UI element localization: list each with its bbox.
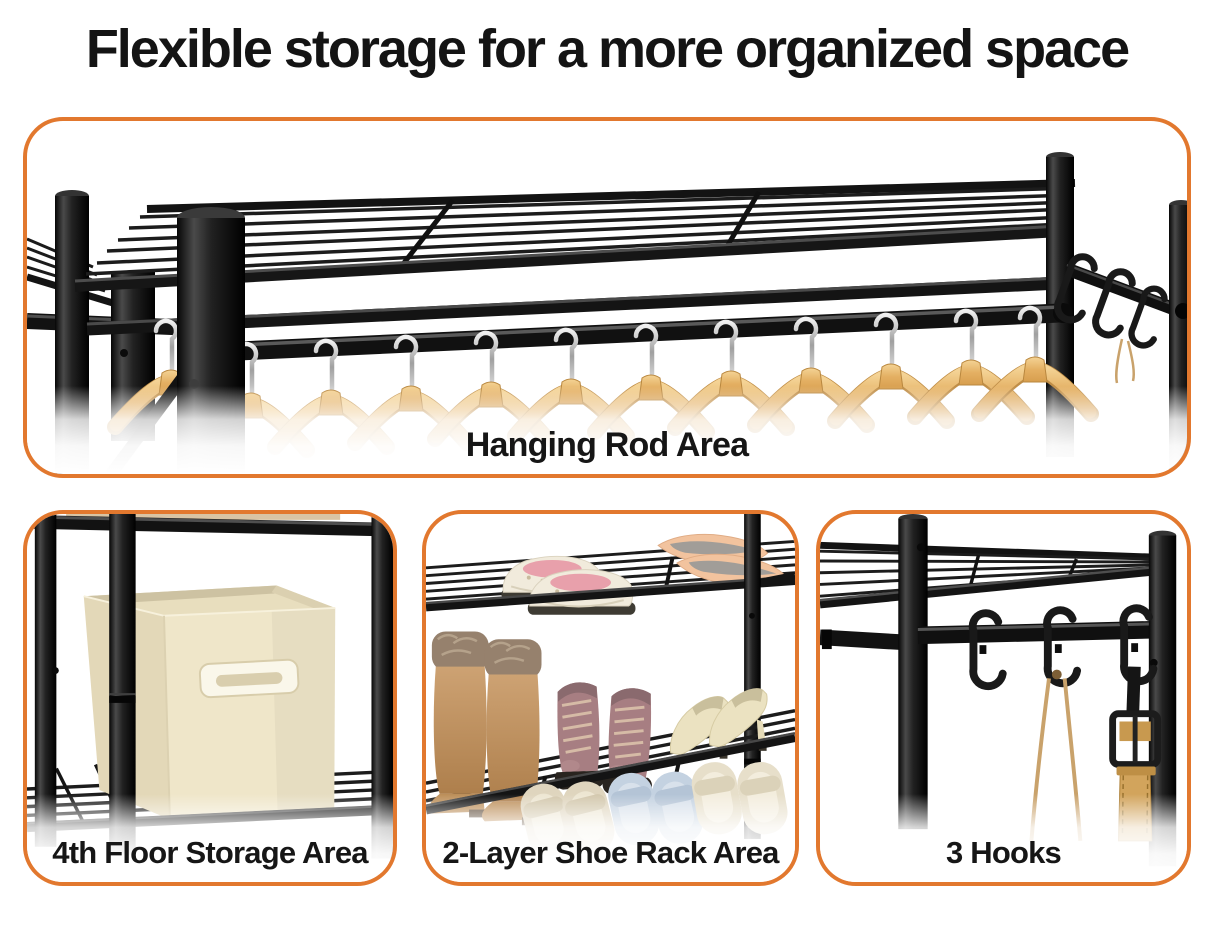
boat-shoes <box>501 555 636 615</box>
white-fade <box>27 386 1187 474</box>
panel-shoe-rack: 2-Layer Shoe Rack Area <box>422 510 799 886</box>
left-rail-stub <box>820 629 903 651</box>
top-shelf-underside <box>820 541 1159 609</box>
panel-label: Hanging Rod Area <box>465 426 749 464</box>
bin-handle <box>198 658 300 699</box>
s-hooks <box>973 608 1154 686</box>
panel-hanging-rod: Hanging Rod Area <box>23 117 1191 478</box>
panel-label: 3 Hooks <box>946 835 1062 870</box>
white-fade <box>426 794 795 882</box>
rod-end-cap <box>1175 303 1187 319</box>
white-fade <box>820 794 1187 882</box>
panel-3-hooks: 3 Hooks <box>816 510 1191 886</box>
page-title: Flexible storage for a more organized sp… <box>85 19 1130 79</box>
rack-posts <box>34 514 393 859</box>
top-wire-shelf <box>74 179 1076 292</box>
panel-4th-floor-storage: 4th Floor Storage Area <box>23 510 397 886</box>
hanging-rod <box>194 303 1073 363</box>
left-post <box>898 514 928 830</box>
high-heels <box>669 688 768 759</box>
right-post <box>744 514 795 839</box>
white-fade <box>27 794 393 882</box>
upper-shelf-rail <box>426 575 795 612</box>
shelf-wood-sliver <box>66 514 341 520</box>
panel-label: 4th Floor Storage Area <box>52 835 368 870</box>
top-frame-bar <box>27 514 393 537</box>
frame-rail <box>86 276 1061 336</box>
side-s-hooks <box>1053 254 1170 384</box>
panel-label: 2-Layer Shoe Rack Area <box>442 835 779 870</box>
